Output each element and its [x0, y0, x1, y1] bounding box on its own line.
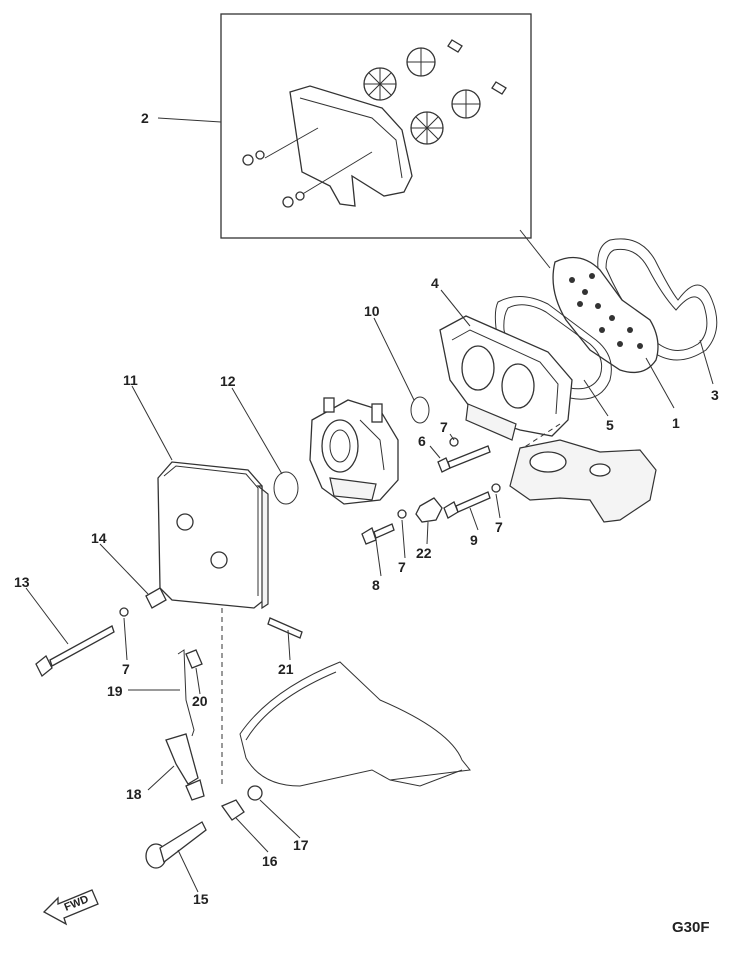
- nut-22: [415, 497, 443, 523]
- callout-14: 14: [91, 530, 107, 546]
- intake-manifold-4: [439, 315, 573, 441]
- collar-16: [221, 799, 245, 821]
- callout-6: 6: [418, 433, 426, 449]
- detail-inset: [220, 13, 532, 239]
- bolt-13: [35, 625, 115, 678]
- callout-9: 9: [470, 532, 478, 548]
- reed-star-2: [410, 111, 444, 145]
- callout-4: 4: [431, 275, 439, 291]
- callout-15: 15: [193, 891, 209, 907]
- callout-3: 3: [711, 387, 719, 403]
- callout-13: 13: [14, 574, 30, 590]
- cowling-outline: [239, 661, 471, 787]
- callout-7c: 7: [495, 519, 503, 535]
- callout-17: 17: [293, 837, 309, 853]
- leader-lines: [25, 117, 714, 893]
- o-ring-10: [410, 396, 430, 424]
- drawing-code: G30F: [672, 919, 710, 936]
- callout-19: 19: [107, 683, 123, 699]
- callout-21: 21: [278, 661, 294, 677]
- callout-1: 1: [672, 415, 680, 431]
- fwd-arrow-icon: FWD: [42, 889, 99, 926]
- reed-plate-1: [552, 256, 659, 374]
- callout-8: 8: [372, 577, 380, 593]
- crankcase-fragment: [509, 439, 657, 523]
- o-ring-12: [273, 471, 299, 505]
- pin-21: [267, 617, 303, 639]
- callout-7b: 7: [398, 559, 406, 575]
- callout-7a: 7: [440, 419, 448, 435]
- callout-10: 10: [364, 303, 380, 319]
- bolt-8: [361, 523, 395, 545]
- bolt-6: [437, 445, 491, 473]
- callout-2: 2: [141, 110, 149, 126]
- link-rod-19: [177, 649, 203, 737]
- lever-18: [165, 733, 205, 801]
- callout-5: 5: [606, 417, 614, 433]
- bolt-9: [443, 491, 491, 519]
- reed-star-3: [406, 47, 436, 77]
- carburetor: [309, 397, 399, 505]
- callout-22: 22: [416, 545, 432, 561]
- reed-star-4: [451, 89, 481, 119]
- callout-20: 20: [192, 693, 208, 709]
- washer-17: [247, 785, 263, 801]
- callout-11: 11: [123, 372, 138, 388]
- shaft-15: [145, 821, 207, 869]
- spacer-14: [145, 587, 167, 609]
- callout-7d: 7: [122, 661, 130, 677]
- reed-star-1: [363, 67, 397, 101]
- callout-labels: 1 2 3 4 5 6 7 7 7 7 8 9 10 11 12 13 14 1…: [14, 110, 719, 907]
- callout-18: 18: [126, 786, 142, 802]
- air-silencer-11: [157, 461, 269, 610]
- callout-16: 16: [262, 853, 278, 869]
- callout-12: 12: [220, 373, 236, 389]
